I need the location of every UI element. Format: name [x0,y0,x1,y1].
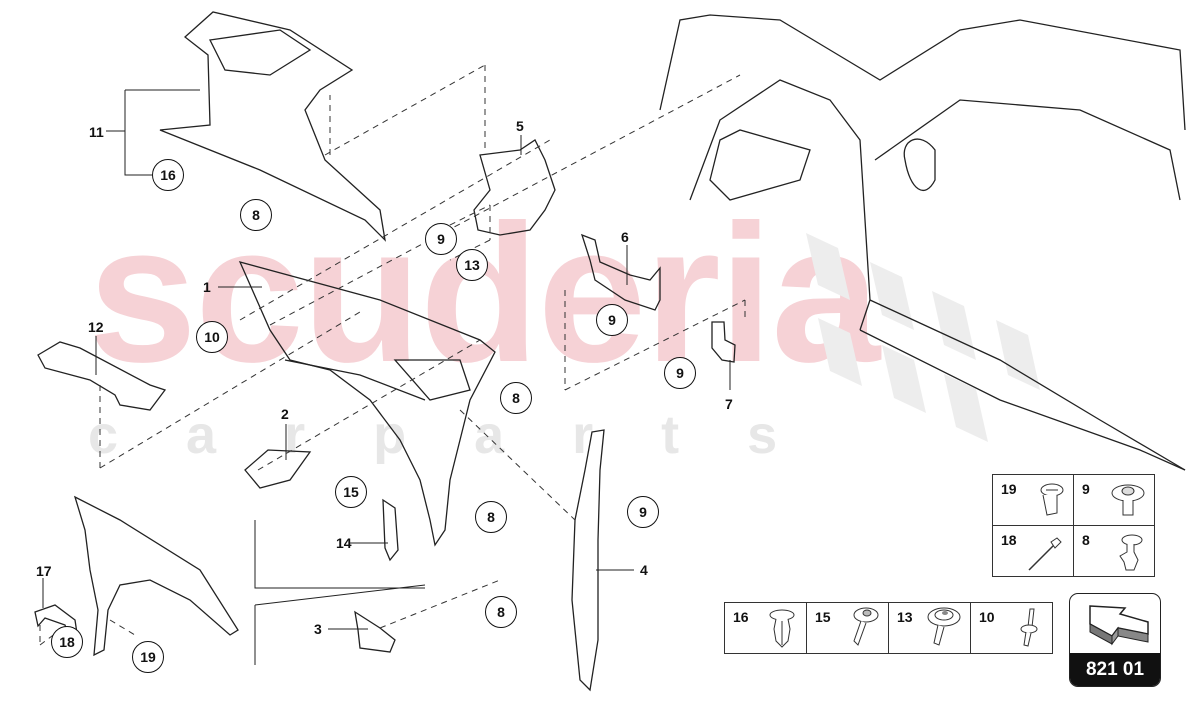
callout-10[interactable]: 10 [196,321,228,353]
part-label-12: 12 [88,319,104,335]
rivet-icon [1028,537,1062,571]
callout-9[interactable]: 9 [664,357,696,389]
callout-15[interactable]: 15 [335,476,367,508]
legend-cell-15[interactable]: 15 [806,602,889,654]
callout-8[interactable]: 8 [485,596,517,628]
arrow-back-icon [1089,605,1149,646]
fastener-legend-bottom: 16 15 13 10 [724,602,1053,654]
callout-8[interactable]: 8 [500,382,532,414]
expansion-clip-icon [769,609,795,648]
part-label-4: 4 [640,562,648,578]
part-label-7: 7 [725,396,733,412]
part-label-11: 11 [89,124,104,140]
legend-cell-8[interactable]: 8 [1073,525,1155,577]
stud-icon [1020,608,1038,647]
callout-9[interactable]: 9 [596,304,628,336]
callout-18[interactable]: 18 [51,626,83,658]
solid-leader-lines [42,89,731,665]
legend-cell-19[interactable]: 19 [992,474,1074,526]
part-label-3: 3 [314,621,322,637]
legend-cell-13[interactable]: 13 [888,602,971,654]
flange-screw-icon [1111,484,1145,516]
screw-icon [1040,483,1064,516]
dashed-leader-lines [39,64,746,646]
part-label-2: 2 [281,406,289,422]
part-label-14: 14 [336,535,352,551]
checker-watermark [806,233,1040,442]
part-label-17: 17 [36,563,52,579]
callout-13[interactable]: 13 [456,249,488,281]
callout-9[interactable]: 9 [627,496,659,528]
push-clip-icon [1119,534,1143,571]
legend-cell-10[interactable]: 10 [970,602,1053,654]
part-label-5: 5 [516,118,524,134]
part-label-6: 6 [621,229,629,245]
fastener-legend-right: 19 9 18 8 [992,474,1155,577]
part-label-1: 1 [203,279,211,295]
washer-screw-icon [927,607,961,646]
callout-19[interactable]: 19 [132,641,164,673]
diagram-navigation-button[interactable]: 821 01 [1069,593,1161,687]
washer-screw-icon [853,607,879,646]
callout-9[interactable]: 9 [425,223,457,255]
callout-8[interactable]: 8 [240,199,272,231]
callout-16[interactable]: 16 [152,159,184,191]
legend-cell-16[interactable]: 16 [724,602,807,654]
diagram-code: 821 01 [1070,653,1160,686]
callout-8[interactable]: 8 [475,501,507,533]
legend-cell-18[interactable]: 18 [992,525,1074,577]
part-outlines [34,11,1186,692]
legend-cell-9[interactable]: 9 [1073,474,1155,526]
